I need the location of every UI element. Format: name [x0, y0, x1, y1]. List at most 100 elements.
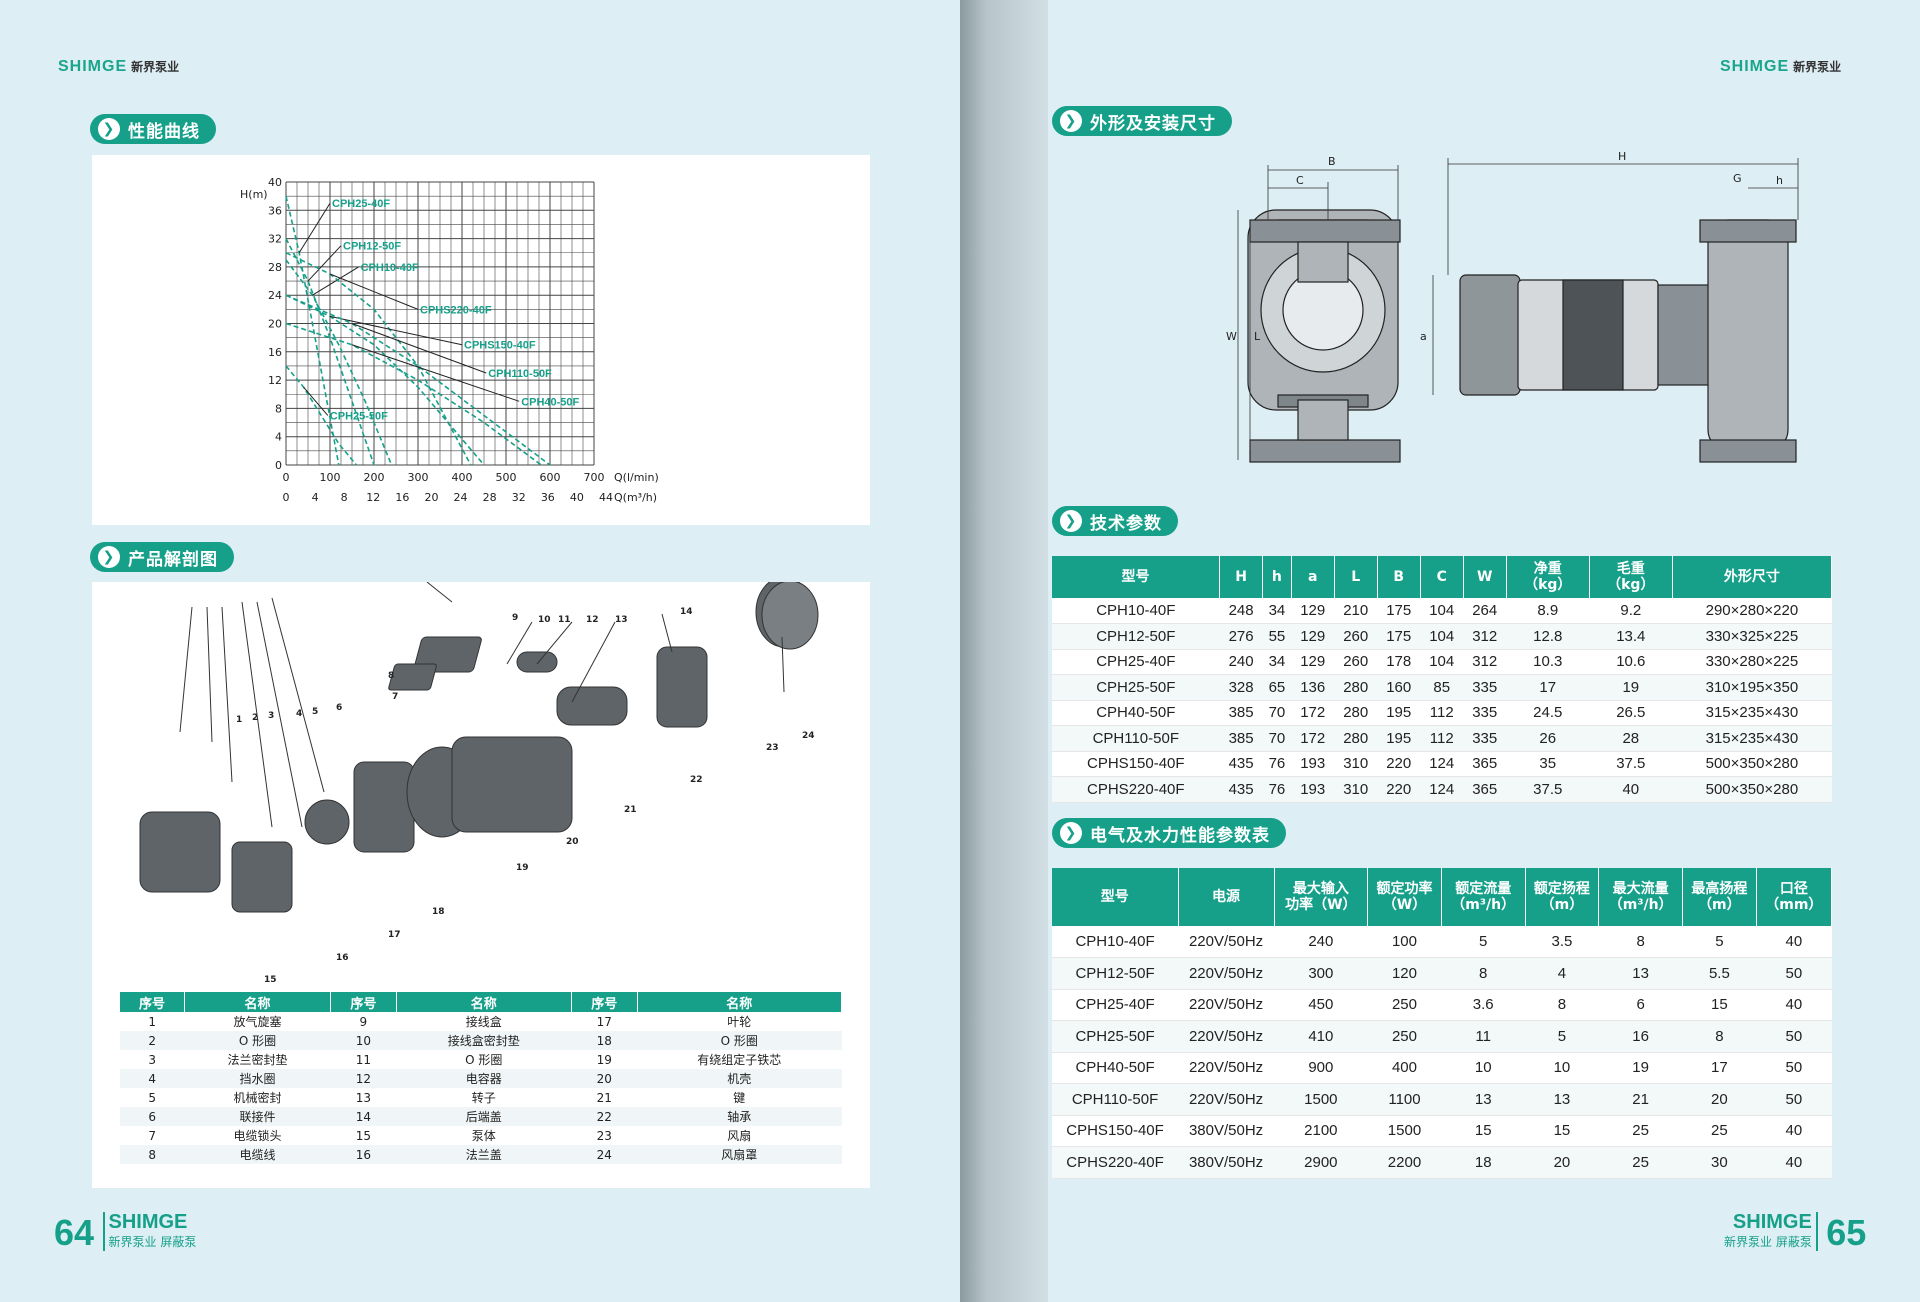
callout-11: 11 [558, 615, 571, 625]
elec-cell: 11 [1441, 1020, 1526, 1053]
parts-col-header: 名称 [184, 992, 331, 1012]
x2-tick-label: 24 [454, 491, 468, 504]
elec-cell: 13 [1598, 957, 1683, 990]
callout-12: 12 [586, 615, 599, 625]
page-number: 64 [54, 1212, 95, 1253]
arrow-right-icon: ❯ [1060, 822, 1082, 844]
elec-cell: 21 [1598, 1083, 1683, 1116]
tech-cell: 10.6 [1589, 649, 1673, 675]
elec-cell: 400 [1367, 1052, 1442, 1084]
callout-4: 4 [296, 709, 302, 719]
exploded-diagram: 1 2 3 4 5 6 7 8 9 10 11 12 13 14 15 16 1… [139, 576, 819, 985]
tech-cell: 124 [1420, 751, 1464, 777]
parts-cell: 电容器 [396, 1069, 572, 1088]
tech-cell: CPH12-50F [1052, 623, 1220, 650]
tech-cell: 136 [1291, 674, 1335, 701]
folio-subtitle: 新界泵业 屏蔽泵 [108, 1235, 197, 1249]
elec-cell: 13 [1525, 1083, 1599, 1116]
elec-cell: 450 [1274, 989, 1368, 1021]
elec-cell: CPH25-50F [1052, 1020, 1179, 1053]
parts-cell: 电缆锁头 [233, 1129, 282, 1143]
section-title: 产品解剖图 [128, 549, 218, 570]
elec-cell: 17 [1682, 1052, 1757, 1084]
y-tick-label: 24 [268, 289, 282, 302]
elec-cell: CPH25-40F [1052, 989, 1179, 1021]
rotor-part [556, 686, 628, 726]
parts-cell: 机械密封 [233, 1091, 282, 1105]
parts-col-header: 序号 [120, 992, 185, 1012]
parts-cell: 20 [571, 1069, 638, 1088]
tech-cell: 435 [1219, 751, 1263, 777]
elec-params-table: 型号电源最大输入 功率（W）额定功率 （W）额定流量 （m³/h）额定扬程 （m… [1052, 868, 1833, 1179]
tech-cell: 210 [1334, 598, 1378, 624]
elec-cell: 15 [1682, 989, 1757, 1021]
parts-cell: 后端盖 [396, 1107, 572, 1126]
x2-tick-label: 40 [570, 491, 584, 504]
dimension-drawing: B C H G h W L a [1226, 150, 1799, 463]
elec-cell: 15 [1525, 1115, 1599, 1147]
motor-housing-part [451, 736, 573, 833]
tech-col-header: 毛重 （kg） [1589, 556, 1673, 598]
parts-cell: 21 [596, 1090, 612, 1105]
callout-22: 22 [690, 775, 703, 785]
parts-cell: 叶轮 [727, 1015, 752, 1029]
tech-cell: 276 [1219, 623, 1263, 650]
parts-cell: 24 [571, 1145, 638, 1164]
callout-19: 19 [516, 863, 529, 873]
elec-cell: 220V/50Hz [1178, 1052, 1275, 1084]
elec-cell: 8 [1525, 989, 1599, 1021]
x-axis-label: Q(l/min) [614, 471, 659, 484]
elec-cell: 250 [1367, 989, 1442, 1021]
elec-cell: 25 [1598, 1115, 1683, 1147]
x-tick-label: 500 [496, 471, 517, 484]
arrow-right-icon: ❯ [98, 118, 120, 140]
callout-17: 17 [388, 930, 401, 940]
x2-tick-label: 28 [483, 491, 497, 504]
parts-cell: 2 [120, 1031, 185, 1050]
parts-cell: 15 [355, 1128, 371, 1143]
y-tick-label: 32 [268, 233, 282, 246]
x-tick-label: 600 [540, 471, 561, 484]
dim-label-h: h [1776, 174, 1783, 187]
elec-cell: 2200 [1367, 1146, 1442, 1179]
y-tick-label: 8 [275, 402, 282, 415]
tech-cell: 104 [1420, 623, 1464, 650]
tech-cell: 248 [1219, 598, 1263, 624]
elec-cell: 250 [1367, 1020, 1442, 1053]
tech-cell: 335 [1463, 725, 1507, 752]
tech-cell: CPHS150-40F [1052, 751, 1220, 777]
page-number: 65 [1826, 1212, 1867, 1253]
tech-cell: 129 [1291, 623, 1335, 650]
tech-cell: CPH40-50F [1052, 700, 1220, 726]
tech-cell: 310 [1334, 776, 1378, 803]
tech-cell: CPH10-40F [1052, 598, 1220, 624]
tech-col-header: 净重 （kg） [1506, 556, 1590, 598]
callout-20: 20 [566, 837, 579, 847]
y-tick-label: 4 [275, 431, 282, 444]
parts-cell: 轴承 [637, 1107, 842, 1126]
elec-col-header: 最高扬程 （m） [1682, 868, 1757, 926]
section-title: 电气及水力性能参数表 [1090, 825, 1270, 846]
tech-cell: 280 [1334, 725, 1378, 752]
parts-cell: 13 [355, 1090, 371, 1105]
curve-cph25-50f [285, 365, 358, 466]
tech-cell: 280 [1334, 700, 1378, 726]
parts-cell: 机壳 [637, 1069, 842, 1088]
fan-part [761, 580, 819, 650]
tech-cell: 37.5 [1506, 776, 1590, 803]
curve-leader-line [312, 266, 359, 296]
x2-tick-label: 44 [599, 491, 613, 504]
parts-cell: 转子 [471, 1091, 496, 1105]
curve-cphs220-40f [285, 252, 472, 466]
tech-cell: 365 [1463, 776, 1507, 803]
parts-cell: 18 [571, 1031, 638, 1050]
callout-16: 16 [336, 953, 349, 963]
tech-cell: 17 [1506, 674, 1590, 701]
folio-left: 64 SHIMGE 新界泵业 屏蔽泵 [54, 1212, 197, 1253]
tech-cell: 85 [1420, 674, 1464, 701]
